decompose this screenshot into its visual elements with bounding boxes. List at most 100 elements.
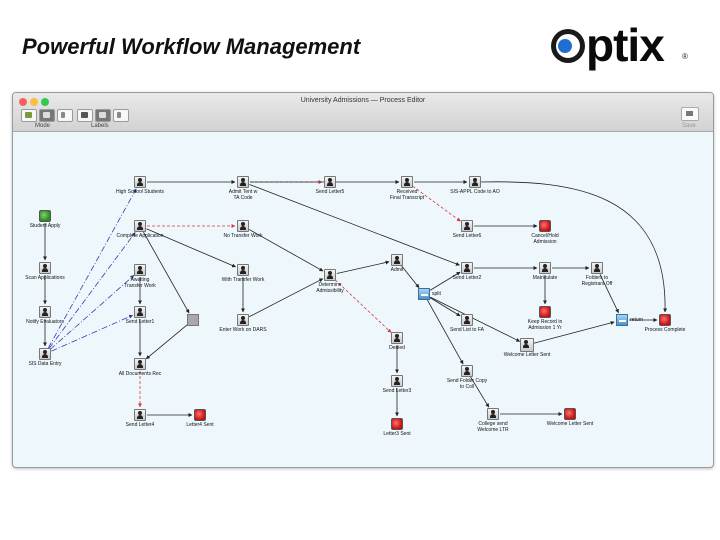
end-red-icon [539, 220, 551, 232]
select-icon [43, 112, 50, 118]
person-task-icon [39, 306, 51, 318]
labels-label: Labels [91, 123, 109, 129]
workflow-node-label: Process Complete [644, 327, 686, 333]
mode-pan-button[interactable] [57, 109, 73, 122]
box-icon [99, 112, 106, 118]
workflow-node-label: Send Letter2 [452, 275, 482, 281]
workflow-node-label: split [432, 291, 441, 297]
toolbar: University Admissions — Process Editor M… [13, 93, 713, 132]
workflow-edge [248, 229, 324, 272]
workflow-node-label: Send Letter3 [382, 388, 412, 394]
workflow-edge [599, 274, 619, 314]
workflow-edge [51, 314, 134, 352]
end-red-icon [194, 409, 206, 421]
save-button[interactable] [681, 107, 699, 121]
person-task-icon [39, 348, 51, 360]
workflow-node-label: Enter Work on DARS [219, 327, 267, 333]
workflow-node-label: Keep Record in Admission 1 Yr [527, 319, 563, 331]
workflow-node-label: Send Folder Copy to Coll [446, 378, 488, 390]
person-task-icon [591, 262, 603, 274]
workflow-node-label: High School Students [115, 189, 165, 195]
optix-logo: ptix ® [548, 19, 690, 71]
hand-icon [117, 112, 121, 118]
person-task-icon [39, 262, 51, 274]
workflow-edge [48, 188, 137, 349]
workflow-node-label: Denied [389, 345, 405, 351]
workflow-edge [334, 279, 392, 333]
window-title: University Admissions — Process Editor [300, 97, 426, 104]
hand-icon [61, 112, 65, 118]
workflow-node-label: Matriculate [532, 275, 558, 281]
person-task-icon [391, 254, 403, 266]
person-task-icon [461, 220, 473, 232]
workflow-edge [249, 278, 324, 318]
person-task-icon [237, 314, 249, 326]
end-red-icon [659, 314, 671, 326]
split-blue-icon [616, 314, 628, 326]
workflow-node-label: Send Letter1 [125, 319, 155, 325]
workflow-node-label: SIS-APPL Code to AO [450, 189, 500, 195]
person-task-icon [461, 365, 473, 377]
workflow-node-label: Cancel/Hold Admission [531, 233, 559, 245]
end-red-icon [539, 306, 551, 318]
workflow-edge [336, 260, 390, 274]
person-task-icon [237, 264, 249, 276]
workflow-edge [430, 296, 521, 342]
pencil-icon [25, 112, 32, 118]
person-task-icon [469, 176, 481, 188]
workflow-node-label: Awaiting Transfer Work [124, 277, 156, 289]
workflow-edge [401, 265, 420, 289]
person-task-icon [134, 264, 146, 276]
workflow-node-label: Admit [390, 267, 404, 273]
person-task-icon [237, 176, 249, 188]
end-red-icon [564, 408, 576, 420]
workflow-node-label: Letter4 Sent [186, 422, 214, 428]
logo-registered-mark: ® [682, 52, 688, 61]
workflow-node-label: Admit Tent w TA Code [228, 189, 258, 201]
minimize-window-button[interactable] [30, 98, 38, 106]
close-window-button[interactable] [19, 98, 27, 106]
logo-text: ptix [586, 19, 665, 71]
workflow-node-label: return [630, 317, 644, 323]
person-task-icon [391, 375, 403, 387]
person-task-icon [134, 220, 146, 232]
workflow-node-label: With Transfer Work [221, 277, 265, 283]
workflow-edge [480, 181, 668, 313]
workflow-node-label: Send Letter5 [315, 189, 345, 195]
person-task-icon [237, 220, 249, 232]
person-task-icon [134, 176, 146, 188]
workflow-edge [429, 271, 461, 291]
workflow-edges [43, 180, 668, 417]
workflow-node-label: Send List to FA [450, 327, 484, 333]
workflow-node-label: All Documents Rec [118, 371, 162, 377]
workflow-node-label: Received Final Transcript [389, 189, 425, 201]
workflow-edge [143, 231, 190, 314]
workflow-edge [470, 376, 490, 408]
labels-hand-button[interactable] [113, 109, 129, 122]
workflow-node-label: Determine Admissibility [316, 282, 344, 294]
person-task-icon [520, 338, 534, 352]
workflow-node-label: Send Letter6 [452, 233, 482, 239]
workflow-node-label: No Transfer Work [223, 233, 263, 239]
workflow-node-label: Send Letter4 [125, 422, 155, 428]
workflow-node-label: SIS Data Entry [28, 361, 62, 367]
end-red-icon [391, 418, 403, 430]
person-task-icon [487, 408, 499, 420]
person-task-icon [391, 332, 403, 344]
person-task-icon [134, 358, 146, 370]
start-green-icon [39, 210, 51, 222]
mode-edit-button[interactable] [21, 109, 37, 122]
workflow-edge [429, 297, 461, 317]
workflow-edge [146, 228, 237, 268]
workflow-node-label: Welcome Letter Sent [546, 421, 594, 427]
labels-box-button[interactable] [95, 109, 111, 122]
mode-select-button[interactable] [39, 109, 55, 122]
labels-person-button[interactable] [77, 109, 93, 122]
workflow-edge [249, 184, 460, 266]
workflow-node-label: Letter3 Sent [383, 431, 411, 437]
workflow-node-label: Student Apply [29, 223, 61, 229]
person-icon [81, 112, 88, 118]
person-task-icon [401, 176, 413, 188]
zoom-window-button[interactable] [41, 98, 49, 106]
